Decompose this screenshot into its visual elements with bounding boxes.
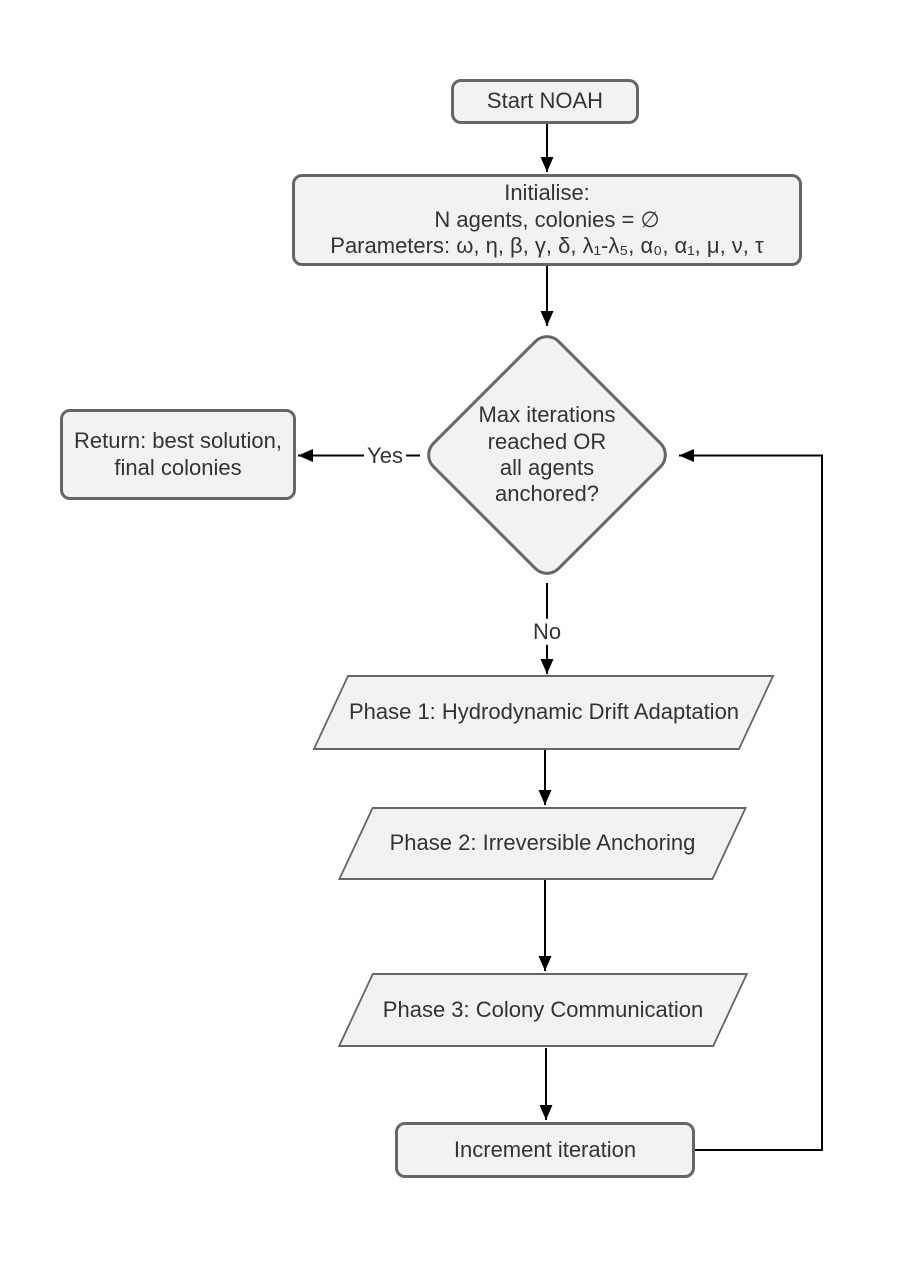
return-node: Return: best solution, final colonies	[60, 409, 296, 500]
phase2-node-label: Phase 2: Irreversible Anchoring	[389, 830, 696, 856]
decision-node-label: Max iterations reached OR all agents anc…	[478, 402, 616, 507]
start-node-label: Start NOAH	[486, 88, 604, 114]
decision-node: Max iterations reached OR all agents anc…	[447, 365, 647, 545]
initialise-node: Initialise: N agents, colonies = ∅ Param…	[292, 174, 802, 266]
increment-node-label: Increment iteration	[453, 1136, 637, 1162]
phase2-node: Phase 2: Irreversible Anchoring	[338, 807, 747, 880]
yes-edge-label: Yes	[364, 442, 406, 470]
no-edge-label: No	[529, 618, 565, 646]
return-node-label: Return: best solution, final colonies	[74, 428, 282, 480]
start-node: Start NOAH	[451, 79, 639, 124]
initialise-node-label: Initialise: N agents, colonies = ∅ Param…	[330, 180, 764, 259]
increment-node: Increment iteration	[395, 1122, 695, 1178]
phase3-node: Phase 3: Colony Communication	[338, 973, 748, 1047]
phase3-node-label: Phase 3: Colony Communication	[382, 996, 704, 1022]
phase1-node: Phase 1: Hydrodynamic Drift Adaptation	[313, 675, 775, 750]
phase1-node-label: Phase 1: Hydrodynamic Drift Adaptation	[348, 699, 740, 725]
